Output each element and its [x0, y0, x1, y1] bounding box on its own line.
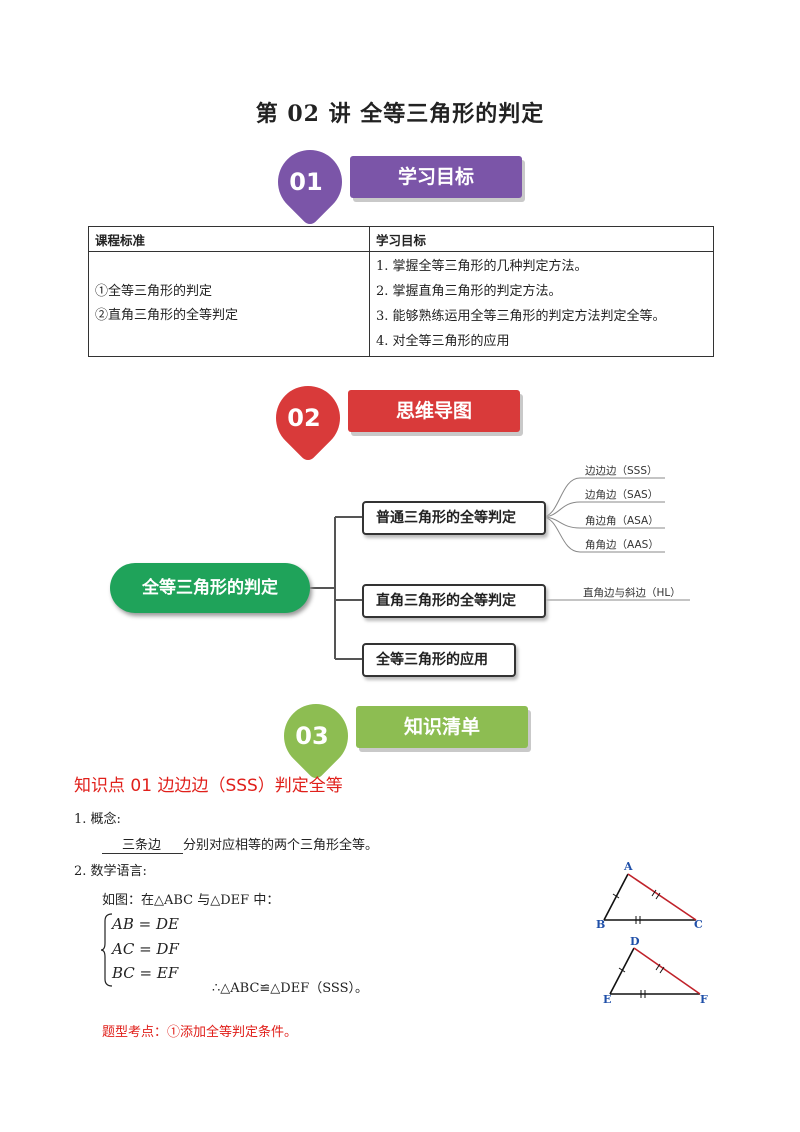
- mindmap-root: 全等三角形的判定: [110, 563, 310, 613]
- goal-item: 4. 对全等三角形的应用: [376, 334, 510, 349]
- goals-cell: 1. 掌握全等三角形的几种判定方法。 2. 掌握直角三角形的判定方法。 3. 能…: [369, 251, 714, 357]
- equation: AB = DE: [112, 915, 179, 933]
- mindmap-branch: 直角三角形的全等判定: [362, 584, 546, 618]
- mindmap-connectors: [310, 477, 690, 660]
- definition-text: 分别对应相等的两个三角形全等。: [183, 838, 379, 853]
- item1-definition: 三条边分别对应相等的两个三角形全等。: [102, 834, 378, 854]
- exam-point: 题型考点：①添加全等判定条件。: [102, 1025, 298, 1040]
- badge-label: 知识清单: [356, 706, 528, 748]
- page-title: 第 02 讲 全等三角形的判定: [255, 101, 545, 127]
- table-header-standards: 课程标准: [88, 226, 370, 252]
- item2-label: 2. 数学语言:: [74, 864, 147, 879]
- vertex-label: B: [596, 918, 605, 931]
- badge-number: 02: [287, 404, 321, 432]
- equation: BC = EF: [112, 964, 179, 982]
- equation: AC = DF: [112, 940, 179, 958]
- badge-number: 01: [289, 168, 323, 196]
- vertex-label: E: [603, 993, 611, 1006]
- goal-item: 2. 掌握直角三角形的判定方法。: [376, 284, 562, 299]
- mindmap-leaf: 边角边（SAS）: [585, 489, 659, 501]
- conclusion: ∴△ABC≌△DEF（SSS）。: [212, 981, 368, 996]
- knowledge-point-title: 知识点 01 边边边（SSS）判定全等: [74, 776, 343, 796]
- goal-item: 1. 掌握全等三角形的几种判定方法。: [376, 259, 588, 274]
- triangle-abc: A B C: [596, 860, 703, 931]
- figure-intro: 如图：在△ABC 与△DEF 中：: [102, 893, 280, 908]
- mindmap-branch: 普通三角形的全等判定: [362, 501, 546, 535]
- triangle-figure: A B C D E F: [596, 860, 708, 1006]
- badge-label: 思维导图: [348, 390, 520, 432]
- badge-number: 03: [295, 722, 329, 750]
- mindmap-leaf: 边边边（SSS）: [585, 465, 658, 477]
- objectives-table: 课程标准 学习目标 ①全等三角形的判定 ②直角三角形的全等判定 1. 掌握全等三…: [88, 226, 714, 357]
- vertex-label: C: [694, 918, 703, 931]
- mindmap-leaf: 角角边（AAS）: [585, 539, 659, 551]
- standard-item: ②直角三角形的全等判定: [95, 308, 239, 323]
- goal-item: 3. 能够熟练运用全等三角形的判定方法判定全等。: [376, 309, 666, 324]
- item1-label: 1. 概念:: [74, 812, 121, 827]
- mindmap-leaf: 角边角（ASA）: [585, 515, 659, 527]
- table-header-goals: 学习目标: [369, 226, 714, 252]
- mindmap-leaf: 直角边与斜边（HL）: [583, 587, 681, 599]
- brace: [100, 913, 113, 987]
- badge-label: 学习目标: [350, 156, 522, 198]
- vertex-label: F: [700, 993, 708, 1006]
- vertex-label: D: [630, 935, 640, 948]
- mindmap-branch: 全等三角形的应用: [362, 643, 516, 677]
- standard-item: ①全等三角形的判定: [95, 284, 213, 299]
- standards-cell: ①全等三角形的判定 ②直角三角形的全等判定: [88, 251, 370, 357]
- triangle-def: D E F: [603, 935, 708, 1006]
- vertex-label: A: [623, 860, 633, 873]
- fill-blank: 三条边: [102, 834, 184, 854]
